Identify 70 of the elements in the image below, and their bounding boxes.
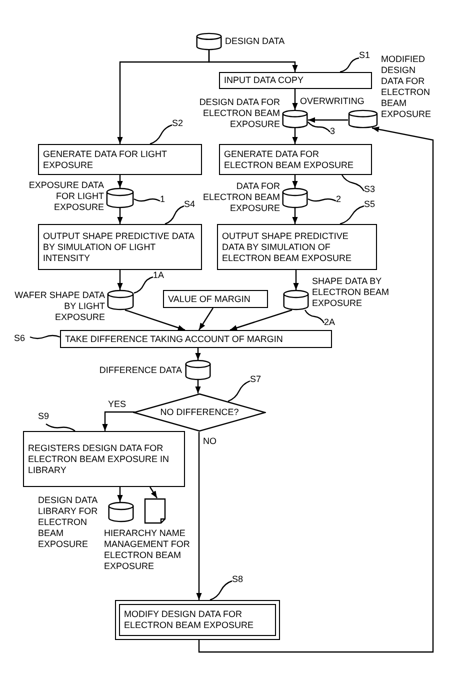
data-label: DESIGN DATA FOR ELECTRON BEAM EXPOSURE xyxy=(198,97,280,130)
arrow xyxy=(293,270,299,290)
step-label: S4 xyxy=(184,199,200,212)
data-label: HIERARCHY NAME MANAGEMENT FOR ELECTRON BEAM EXPOSURE xyxy=(104,528,191,572)
process-box: OUTPUT SHAPE PREDICTIVE DATA BY SIMULATION OF LIGHT INTENSITY xyxy=(38,224,202,270)
step-label: S5 xyxy=(364,199,380,212)
step-label: S9 xyxy=(38,411,54,424)
arrow xyxy=(195,380,201,394)
data-label: DESIGN DATA xyxy=(225,36,286,47)
edge-label: OVERWRITING xyxy=(300,95,364,107)
step-label: S7 xyxy=(250,374,266,387)
step-label: 1A xyxy=(153,270,171,283)
data-label: MODIFIED DESIGN DATA FOR ELECTRON BEAM EXPOSURE xyxy=(381,54,432,120)
data-label: WAFER SHAPE DATA BY LIGHT EXPOSURE xyxy=(14,290,105,323)
edge-label: YES xyxy=(108,398,126,410)
leader-line xyxy=(164,205,184,225)
step-label: S8 xyxy=(232,574,248,587)
step-label: S3 xyxy=(364,184,380,197)
arrow xyxy=(117,270,123,290)
step-label: 1 xyxy=(160,194,169,207)
arrow xyxy=(292,89,298,110)
arrow xyxy=(195,348,201,360)
arrow xyxy=(292,208,298,224)
leader-line xyxy=(46,424,76,432)
data-label: DIFFERENCE DATA xyxy=(98,365,182,376)
arrow xyxy=(124,309,186,331)
decision-text: NO DIFFERENCE? xyxy=(160,406,239,419)
process-box: GENERATE DATA FOR LIGHT EXPOSURE xyxy=(38,144,202,175)
arrow xyxy=(117,50,210,144)
leader-line xyxy=(342,174,364,192)
step-label: 3 xyxy=(330,126,339,139)
data-label: EXPOSURE DATA FOR LIGHT EXPOSURE xyxy=(28,180,104,213)
process-box: GENERATE DATA FOR ELECTRON BEAM EXPOSURE xyxy=(219,144,372,175)
arrow xyxy=(117,487,123,502)
process-box: REGISTERS DESIGN DATA FOR ELECTRON BEAM EXPOSURE IN LIBRARY xyxy=(23,431,185,487)
step-label: S6 xyxy=(14,333,30,346)
step-label: S2 xyxy=(172,118,188,131)
arrow xyxy=(117,208,123,224)
process-box: TAKE DIFFERENCE TAKING ACCOUNT OF MARGIN xyxy=(60,330,332,348)
process-box: OUTPUT SHAPE PREDICTIVE DATA BY SIMULATION OF ELECTRON BEAM EXPOSURE xyxy=(217,224,377,270)
arrow xyxy=(230,309,292,331)
arrow xyxy=(292,175,298,188)
leader-line xyxy=(30,334,60,340)
leader-line xyxy=(308,198,336,202)
leader-line xyxy=(134,276,154,294)
leader-line xyxy=(340,57,360,73)
arrow xyxy=(150,486,158,498)
step-label: 2 xyxy=(336,194,345,207)
arrow xyxy=(196,432,202,600)
edge-label: NO xyxy=(203,435,216,447)
leader-line xyxy=(134,198,160,202)
leader-line xyxy=(308,122,330,132)
process-box: VALUE OF MARGIN xyxy=(163,290,268,308)
arrow xyxy=(102,411,135,431)
arrow xyxy=(308,117,348,123)
arrow xyxy=(198,126,434,653)
process-box: INPUT DATA COPY xyxy=(219,72,372,89)
data-label: DESIGN DATA LIBRARY FOR ELECTRON BEAM EXPOSURE xyxy=(38,495,99,550)
arrow xyxy=(198,308,214,330)
data-label: SHAPE DATA BY ELECTRON BEAM EXPOSURE xyxy=(312,276,390,309)
leader-line xyxy=(210,580,232,601)
leader-line xyxy=(304,310,325,324)
process-box: MODIFY DESIGN DATA FOR ELECTRON BEAM EXPOSURE xyxy=(119,604,276,636)
step-label: 2A xyxy=(324,317,338,328)
arrow xyxy=(292,128,298,144)
arrow xyxy=(117,175,123,188)
leader-line xyxy=(340,205,364,225)
step-label: S1 xyxy=(359,50,375,63)
leader-line xyxy=(150,124,172,145)
leader-line xyxy=(228,380,250,402)
